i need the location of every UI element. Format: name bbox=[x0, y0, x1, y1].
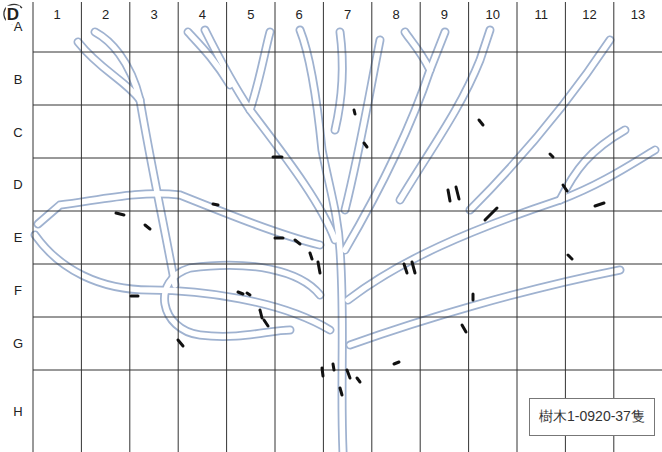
insect-mark bbox=[178, 340, 183, 346]
insect-mark bbox=[568, 255, 572, 259]
branch-inner-line bbox=[345, 40, 380, 210]
branch-inner-line bbox=[405, 32, 430, 70]
column-number: 11 bbox=[533, 8, 549, 22]
insect-marks bbox=[116, 110, 604, 395]
column-number: 8 bbox=[391, 8, 400, 22]
insect-mark bbox=[213, 204, 218, 205]
branch-inner-line bbox=[78, 42, 140, 100]
insect-mark bbox=[357, 378, 360, 382]
insect-mark bbox=[131, 295, 138, 298]
row-letter: A bbox=[13, 20, 24, 34]
insect-mark bbox=[456, 187, 459, 199]
column-number: 3 bbox=[149, 8, 158, 22]
row-letter: E bbox=[13, 231, 24, 245]
insect-mark bbox=[273, 156, 282, 159]
grid-line bbox=[33, 317, 662, 318]
branch-inner-line bbox=[35, 235, 330, 330]
row-letter: D bbox=[12, 178, 23, 192]
branch-inner bbox=[35, 30, 655, 452]
grid-line bbox=[33, 158, 662, 159]
column-number: 1 bbox=[53, 8, 62, 22]
row-letter: C bbox=[12, 126, 23, 140]
grid-line bbox=[226, 2, 227, 452]
row-letter: B bbox=[13, 73, 24, 87]
branch-inner-line bbox=[350, 270, 620, 345]
tree-branches bbox=[35, 30, 655, 452]
insect-mark bbox=[295, 240, 300, 244]
row-letter: F bbox=[13, 284, 23, 298]
grid-line bbox=[33, 264, 662, 265]
insect-mark bbox=[340, 388, 342, 395]
insect-mark bbox=[238, 292, 243, 294]
branch-inner-line bbox=[345, 32, 445, 250]
insect-mark bbox=[485, 208, 497, 220]
insect-mark bbox=[550, 154, 553, 157]
insect-mark bbox=[264, 320, 268, 326]
row-letter: G bbox=[12, 337, 24, 351]
column-number: 12 bbox=[581, 8, 597, 22]
branch-inner-line bbox=[250, 32, 270, 110]
insect-mark bbox=[145, 225, 150, 229]
grid-line bbox=[565, 2, 566, 452]
insect-mark bbox=[260, 310, 262, 318]
insect-mark bbox=[364, 143, 367, 147]
grid-line bbox=[81, 2, 82, 452]
grid-line bbox=[33, 2, 34, 452]
grid-line bbox=[468, 2, 469, 452]
insect-mark bbox=[333, 364, 334, 370]
branch-inner-line bbox=[470, 40, 610, 210]
branch-inner-line bbox=[335, 32, 342, 130]
column-number: 10 bbox=[485, 8, 501, 22]
insect-mark bbox=[404, 264, 407, 273]
grid-line bbox=[420, 2, 421, 452]
insect-mark bbox=[247, 293, 250, 295]
insect-mark bbox=[322, 368, 323, 376]
caption-box: 樹木1-0920-37隻 bbox=[529, 398, 655, 436]
insect-mark bbox=[472, 294, 475, 300]
insect-mark bbox=[116, 213, 124, 215]
grid-line bbox=[275, 2, 276, 452]
caption-text: 樹木1-0920-37隻 bbox=[539, 408, 645, 426]
insect-mark bbox=[412, 262, 415, 273]
grid-line bbox=[371, 2, 372, 452]
branch-inner-line bbox=[165, 265, 320, 336]
grid-line bbox=[323, 2, 324, 452]
grid-lines bbox=[33, 2, 662, 452]
branch-inner-line bbox=[348, 150, 655, 300]
column-number: 2 bbox=[101, 8, 110, 22]
column-number: 6 bbox=[295, 8, 304, 22]
grid-line bbox=[613, 2, 614, 452]
grid-line bbox=[178, 2, 179, 452]
grid-line bbox=[33, 52, 662, 53]
column-number: 7 bbox=[343, 8, 352, 22]
column-number: 13 bbox=[630, 8, 646, 22]
insect-mark bbox=[448, 190, 450, 201]
insect-mark bbox=[563, 185, 567, 191]
column-number: 9 bbox=[440, 8, 449, 22]
column-number: 5 bbox=[246, 8, 255, 22]
insect-mark bbox=[462, 325, 466, 332]
grid-line bbox=[33, 211, 662, 212]
insect-mark bbox=[347, 370, 350, 378]
insect-mark bbox=[354, 110, 355, 114]
grid-line bbox=[129, 2, 130, 452]
insect-mark bbox=[479, 120, 483, 125]
branch-inner-line bbox=[560, 130, 625, 200]
row-letter: H bbox=[12, 405, 23, 419]
insect-mark bbox=[318, 262, 320, 273]
insect-mark bbox=[394, 362, 399, 364]
grid-line bbox=[517, 2, 518, 452]
branch-inner-line bbox=[188, 32, 230, 85]
insect-mark bbox=[595, 203, 604, 206]
branch-inner-line bbox=[205, 30, 335, 240]
branch-inner-line bbox=[400, 30, 490, 200]
insect-mark bbox=[310, 253, 312, 259]
column-number: 4 bbox=[198, 8, 207, 22]
insect-mark bbox=[275, 237, 283, 240]
grid-line bbox=[33, 105, 662, 106]
branch-inner-line bbox=[38, 194, 320, 245]
